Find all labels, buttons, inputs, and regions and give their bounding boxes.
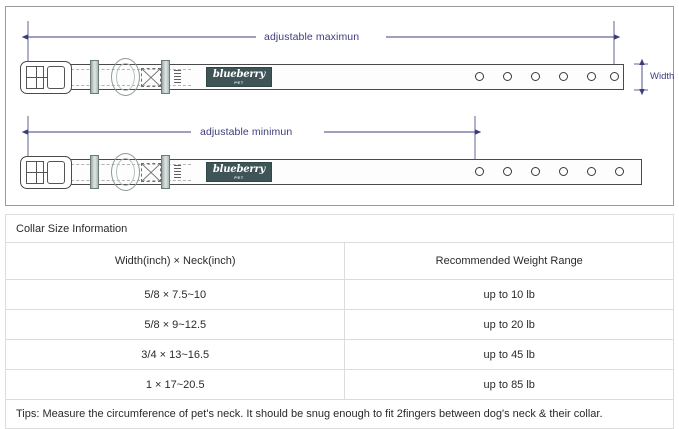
collar-hole: [531, 72, 540, 81]
brand-logo-word: blueberry: [212, 68, 266, 80]
keeper-loop: [90, 60, 99, 94]
table-title: Collar Size Information: [5, 214, 674, 243]
webbing-texture: [174, 70, 181, 84]
brand-logo-sub: PET: [234, 79, 244, 85]
collar-hole: [587, 167, 596, 176]
table-row: 1 × 17~20.5 up to 85 lb: [4, 369, 674, 400]
keeper-loop: [161, 60, 170, 94]
d-ring: [111, 58, 140, 96]
table-header-row: Width(inch) × Neck(inch) Recommended Wei…: [4, 242, 674, 280]
collar-hole: [503, 72, 512, 81]
cell-size: 5/8 × 9~12.5: [4, 309, 346, 340]
cell-size: 3/4 × 13~16.5: [4, 339, 346, 370]
buckle-prong: [36, 66, 37, 89]
dimension-label-maximum: adjustable maximun: [264, 31, 360, 43]
collar-hole: [475, 167, 484, 176]
brand-logo-sub: PET: [234, 174, 244, 180]
d-ring: [111, 153, 140, 191]
collar-hole: [559, 72, 568, 81]
brand-logo-word: blueberry: [212, 163, 266, 175]
dimension-arrow-minimum: [21, 116, 482, 180]
brand-logo-patch: blueberry PET: [206, 67, 272, 87]
dimension-label-width: Width: [650, 71, 675, 82]
x-stitch-lines: [142, 69, 160, 86]
column-header-weight: Recommended Weight Range: [344, 242, 674, 280]
cell-weight: up to 85 lb: [344, 369, 674, 400]
collar-hole: [531, 167, 540, 176]
dimension-label-minimum: adjustable minimun: [200, 126, 293, 138]
table-row: 5/8 × 9~12.5 up to 20 lb: [4, 309, 674, 340]
webbing-texture: [174, 165, 181, 179]
d-ring-inner: [116, 63, 135, 91]
d-ring-inner: [116, 158, 135, 186]
cell-weight: up to 10 lb: [344, 279, 674, 310]
table-tip-text: Tips: Measure the circumference of pet's…: [5, 399, 674, 429]
dimension-arrow-width: [634, 58, 648, 96]
buckle-prong: [36, 161, 37, 184]
collar-hole: [559, 167, 568, 176]
buckle-tongue-plate: [47, 66, 65, 89]
dimension-arrow-maximum: [21, 21, 621, 65]
keeper-loop: [161, 155, 170, 189]
collar-hole: [587, 72, 596, 81]
table-row: 3/4 × 13~16.5 up to 45 lb: [4, 339, 674, 370]
table-title-row: Collar Size Information: [5, 214, 674, 243]
collar-size-table: Collar Size Information Width(inch) × Ne…: [4, 214, 674, 429]
collar-hole: [503, 167, 512, 176]
collar-illustration-panel: adjustable maximun blueberry: [5, 6, 674, 206]
cell-weight: up to 45 lb: [344, 339, 674, 370]
keeper-loop: [90, 155, 99, 189]
collar-hole: [610, 72, 619, 81]
x-stitch-box: [141, 68, 161, 87]
cell-size: 5/8 × 7.5~10: [4, 279, 346, 310]
collar-hole: [615, 167, 624, 176]
column-header-size: Width(inch) × Neck(inch): [4, 242, 346, 280]
cell-weight: up to 20 lb: [344, 309, 674, 340]
x-stitch-lines: [142, 164, 160, 181]
buckle-tongue-plate: [47, 161, 65, 184]
table-row: 5/8 × 7.5~10 up to 10 lb: [4, 279, 674, 310]
x-stitch-box: [141, 163, 161, 182]
brand-logo-patch: blueberry PET: [206, 162, 272, 182]
cell-size: 1 × 17~20.5: [4, 369, 346, 400]
collar-hole: [475, 72, 484, 81]
table-tip-row: Tips: Measure the circumference of pet's…: [5, 399, 674, 429]
